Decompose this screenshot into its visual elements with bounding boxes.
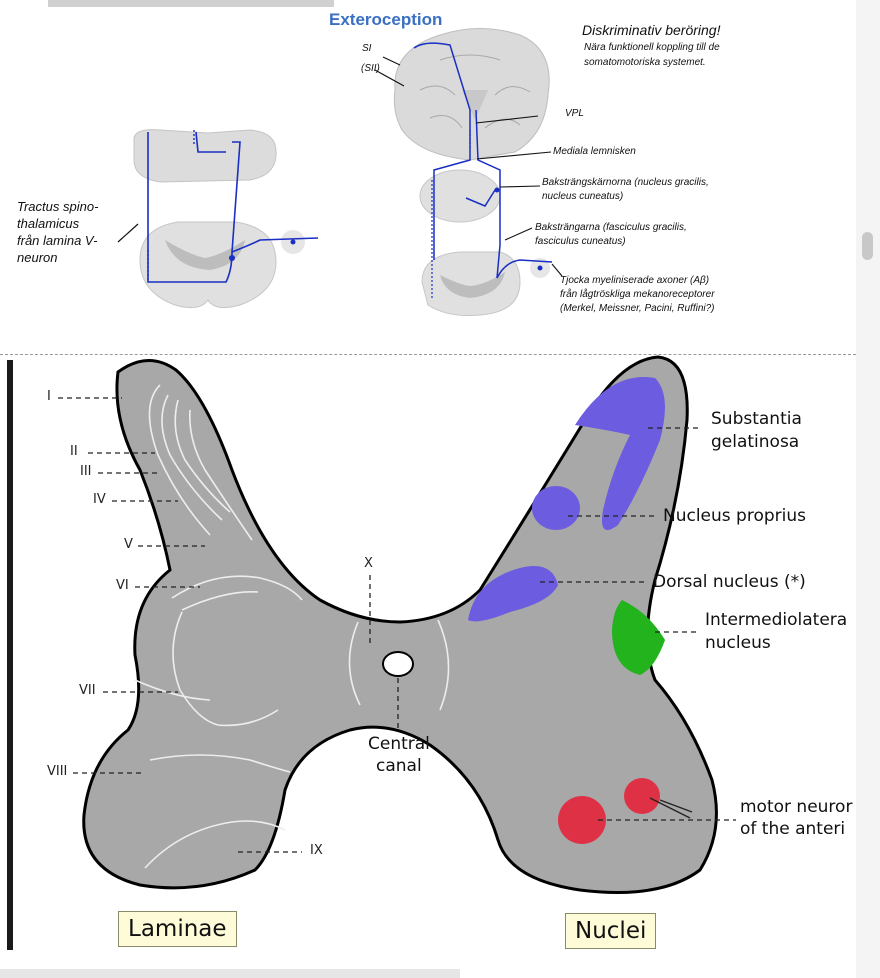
leader-lines	[58, 397, 736, 853]
label-axons-1: Tjocka myeliniserade axoner (Aβ)	[560, 275, 710, 286]
left-frame-bar	[7, 360, 13, 950]
label-tract-1: Tractus spino-	[17, 199, 99, 214]
discriminative-text-1: Nära funktionell koppling till de	[584, 42, 720, 53]
label-dorsal-columns-2: fasciculus cuneatus)	[535, 236, 626, 247]
label-si: SI	[362, 43, 372, 54]
discriminative-title: Diskriminativ beröring!	[582, 22, 721, 38]
lamina-vi-label: VI	[116, 578, 129, 593]
left-pathway	[147, 131, 319, 283]
laminae-box: Laminae	[118, 911, 237, 947]
motor-neuron-label-2: of the anteri	[740, 819, 846, 839]
lamina-x-label: X	[364, 556, 373, 571]
label-tract-3: från lamina V-	[17, 233, 98, 248]
label-axons-3: (Merkel, Meissner, Pacini, Ruffini?)	[560, 303, 715, 314]
dorsal-nucleus-label: Dorsal nucleus (*)	[653, 572, 806, 592]
label-medial-lemniscus: Mediala lemnisken	[553, 146, 636, 157]
substantia-gelatinosa-label-2: gelatinosa	[711, 432, 800, 452]
scrollbar-track[interactable]	[856, 0, 880, 978]
intermediolateral-nucleus-shape	[612, 600, 665, 675]
substantia-gelatinosa-shape	[575, 376, 665, 530]
discriminative-text-2: somatomotoriska systemet.	[584, 57, 706, 68]
lamina-iv-label: IV	[93, 492, 106, 507]
lamina-i-label: I	[47, 389, 51, 404]
lamina-viii-label: VIII	[47, 764, 68, 779]
central-canal-label-2: canal	[376, 756, 422, 776]
top-pointer-lines	[374, 56, 563, 277]
nucleus-proprius-label: Nucleus proprius	[663, 506, 806, 526]
bottom-cropped-strip	[0, 969, 460, 978]
motor-neuron-label-1: motor neuror	[740, 797, 853, 817]
label-vpl: VPL	[565, 108, 584, 119]
label-sii: (SII)	[361, 63, 380, 74]
exteroception-title: Exteroception	[329, 10, 443, 29]
substantia-gelatinosa-label-1: Substantia	[711, 409, 802, 429]
label-dorsal-columns-1: Baksträngarna (fasciculus gracilis,	[535, 222, 687, 233]
lamina-vii-label: VII	[79, 683, 96, 698]
lamina-boundaries	[134, 384, 450, 869]
lamina-iii-label: III	[80, 464, 92, 479]
scrollbar-thumb[interactable]	[862, 232, 873, 260]
intermediolateral-label-2: nucleus	[705, 633, 771, 653]
label-tract-4: neuron	[17, 250, 58, 265]
motor-neuron-large-shape	[558, 796, 606, 844]
lamina-ii-label: II	[70, 444, 78, 459]
right-cord-section	[421, 251, 521, 316]
label-dorsal-column-nuclei-2: nucleus cuneatus)	[542, 191, 624, 202]
label-axons-2: från lågtröskliga mekanoreceptorer	[560, 289, 715, 300]
nucleus-proprius-shape	[532, 486, 580, 530]
nuclei-box: Nuclei	[565, 913, 657, 949]
central-canal-shape	[382, 651, 414, 677]
intermediolateral-label-1: Intermediolatera	[705, 610, 848, 630]
section-divider	[0, 354, 856, 355]
top-cropped-bar	[48, 0, 334, 7]
left-grey-butterfly	[165, 240, 245, 270]
motor-neuron-small-shape	[624, 778, 660, 814]
exteroception-figure	[117, 28, 563, 316]
lamina-ix-label: IX	[310, 843, 323, 858]
dorsal-nucleus-shape	[468, 566, 558, 622]
label-tract-2: thalamicus	[17, 216, 80, 231]
lamina-v-label: V	[124, 537, 133, 552]
central-canal-label-1: Central	[368, 734, 430, 754]
label-dorsal-column-nuclei-1: Baksträngskärnorna (nucleus gracilis,	[542, 177, 709, 188]
